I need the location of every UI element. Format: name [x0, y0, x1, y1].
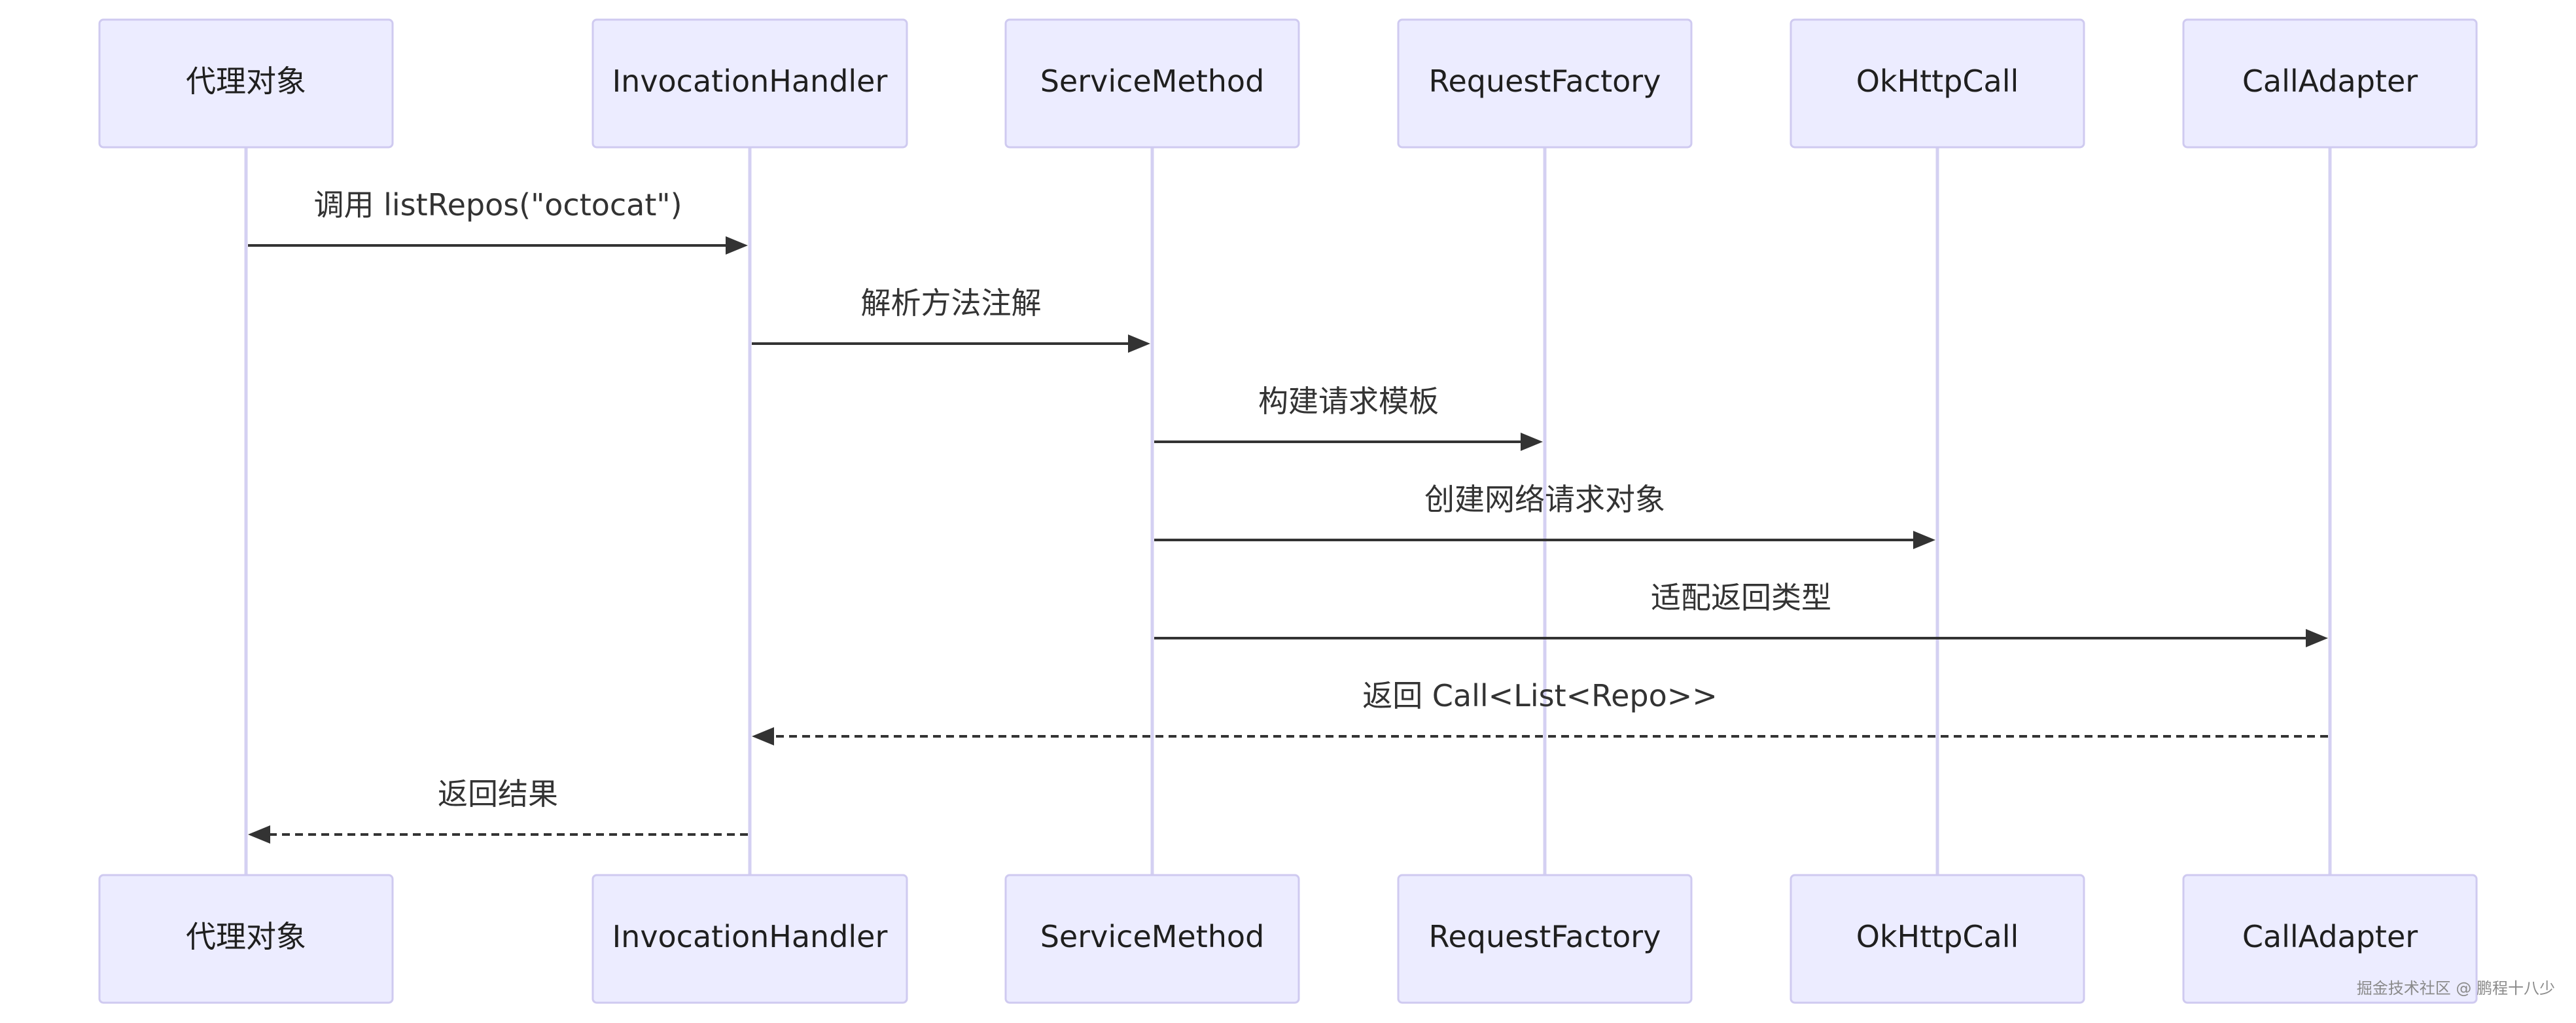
participant-box — [2182, 874, 2478, 1004]
messages: 调用 listRepos("octocat") 解析方法注解构建请求模板创建网络请… — [248, 187, 2328, 844]
participant-okhttp-call-top: OkHttpCall — [1790, 18, 2085, 149]
participant-call-adapter-top: CallAdapter — [2182, 18, 2478, 149]
participant-box — [1397, 18, 1693, 149]
arrowhead — [1521, 433, 1543, 451]
participant-label: ServiceMethod — [1040, 63, 1265, 99]
participant-box — [1397, 874, 1693, 1004]
message-label: 解析方法注解 — [861, 285, 1042, 321]
participant-proxy-top: 代理对象 — [98, 18, 394, 149]
participant-box — [1790, 18, 2085, 149]
arrowhead — [1913, 531, 1935, 549]
participant-box — [98, 874, 394, 1004]
participant-box — [1004, 874, 1300, 1004]
message-7: 返回结果 — [248, 776, 748, 844]
message-label: 返回 Call<List<Repo>> — [1362, 678, 1718, 713]
message-2: 解析方法注解 — [752, 285, 1150, 353]
participant-box — [1004, 18, 1300, 149]
participant-label: OkHttpCall — [1856, 919, 2019, 954]
participant-box — [98, 18, 394, 149]
arrowhead — [1128, 334, 1150, 353]
lifelines — [244, 147, 2332, 875]
message-5: 适配返回类型 — [1154, 580, 2328, 647]
participant-service-method-top: ServiceMethod — [1004, 18, 1300, 149]
participants-bottom: 代理对象 InvocationHandler ServiceMethod Reques… — [98, 874, 2478, 1004]
participant-label: 代理对象 — [186, 919, 306, 954]
participant-invocation-handler-bottom: InvocationHandler — [591, 874, 908, 1004]
participant-label: InvocationHandler — [612, 919, 888, 954]
participant-label: InvocationHandler — [612, 63, 888, 99]
arrowhead — [752, 727, 774, 745]
participant-proxy-bottom: 代理对象 — [98, 874, 394, 1004]
arrowhead — [726, 236, 748, 255]
participant-box — [591, 18, 908, 149]
participant-label: CallAdapter — [2242, 919, 2418, 954]
message-6: 返回 Call<List<Repo>> — [752, 678, 2328, 745]
participant-call-adapter-bottom: CallAdapter — [2182, 874, 2478, 1004]
message-label: 构建请求模板 — [1258, 384, 1439, 419]
participants-top: 代理对象 InvocationHandler ServiceMethod Reques… — [98, 18, 2478, 149]
message-label: 调用 listRepos("octocat") — [313, 187, 682, 223]
arrowhead — [248, 825, 270, 844]
participant-box — [1790, 874, 2085, 1004]
message-3: 构建请求模板 — [1154, 384, 1543, 451]
participant-request-factory-bottom: RequestFactory — [1397, 874, 1693, 1004]
watermark: 掘金技术社区 @ 鹏程十八少 — [2357, 979, 2555, 997]
message-label: 返回结果 — [438, 776, 558, 812]
message-1: 调用 listRepos("octocat") — [248, 187, 748, 255]
message-label: 适配返回类型 — [1651, 580, 1831, 615]
participant-service-method-bottom: ServiceMethod — [1004, 874, 1300, 1004]
participant-label: OkHttpCall — [1856, 63, 2019, 99]
participant-box — [2182, 18, 2478, 149]
participant-invocation-handler-top: InvocationHandler — [591, 18, 908, 149]
participant-label: CallAdapter — [2242, 63, 2418, 99]
participant-label: RequestFactory — [1429, 63, 1661, 99]
participant-box — [591, 874, 908, 1004]
message-label: 创建网络请求对象 — [1424, 482, 1665, 517]
participant-label: 代理对象 — [186, 63, 306, 99]
participant-okhttp-call-bottom: OkHttpCall — [1790, 874, 2085, 1004]
participant-label: RequestFactory — [1429, 919, 1661, 954]
message-4: 创建网络请求对象 — [1154, 482, 1935, 549]
arrowhead — [2306, 629, 2328, 647]
participant-label: ServiceMethod — [1040, 919, 1265, 954]
participant-request-factory-top: RequestFactory — [1397, 18, 1693, 149]
